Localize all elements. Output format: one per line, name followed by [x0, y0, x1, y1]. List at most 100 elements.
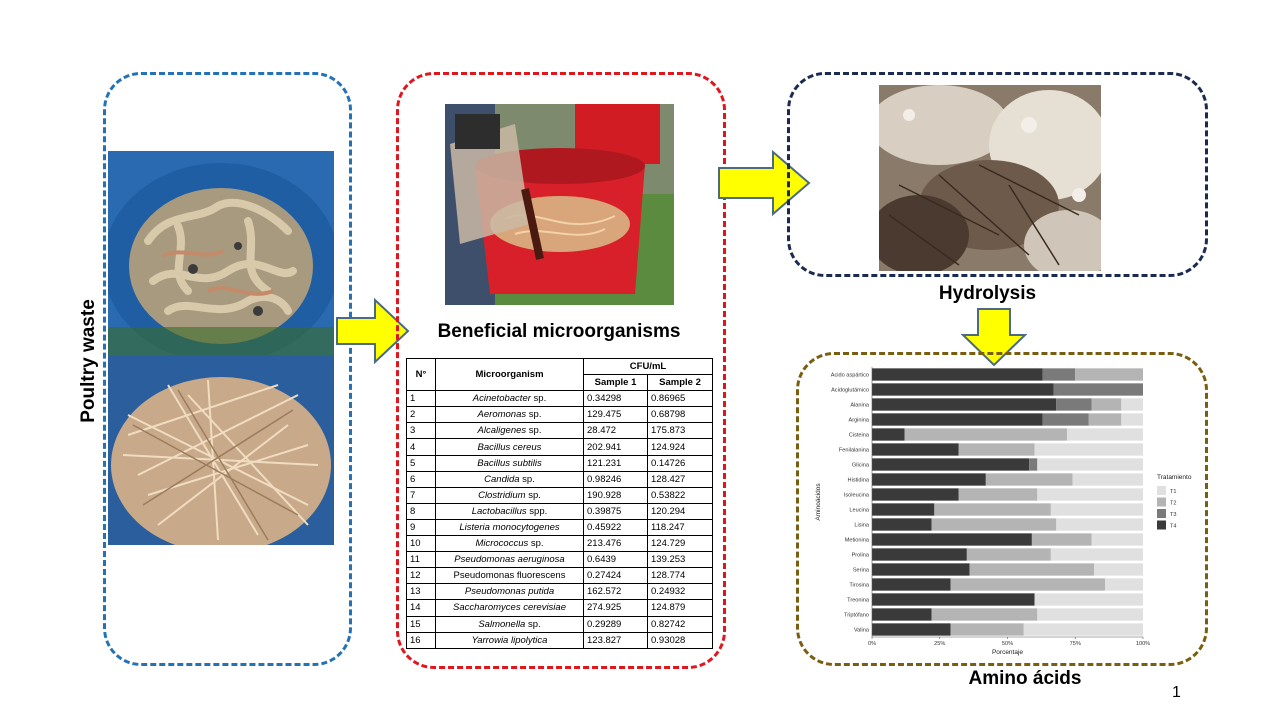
row-sample1: 162.572	[583, 583, 648, 601]
legend-label-t1: T1	[1170, 489, 1177, 495]
bar-segment-t4	[872, 488, 959, 501]
y-tick-label: Valina	[854, 628, 870, 634]
row-organism: Candida sp.	[435, 470, 584, 488]
row-number: 8	[406, 502, 436, 520]
row-sample2: 0.82742	[647, 615, 713, 633]
row-organism: Salmonella sp.	[435, 615, 584, 633]
bar-segment-t1	[1094, 563, 1143, 576]
organism-name: Pseudomonas aeruginosa	[454, 554, 565, 566]
row-organism: Micrococcus sp.	[435, 535, 584, 553]
row-organism: Clostridium sp.	[435, 486, 584, 504]
x-tick-label: 0%	[868, 641, 876, 647]
arrow-to-hydrolysis	[718, 150, 811, 216]
bar-segment-t1	[1067, 428, 1143, 441]
row-sample2: 124.729	[647, 535, 713, 553]
bar-segment-t1	[1034, 443, 1143, 456]
microorganisms-photo	[445, 104, 674, 305]
row-sample1: 0.39875	[583, 502, 648, 520]
organism-suffix: sp.	[530, 393, 547, 405]
row-number: 3	[406, 422, 436, 440]
bar-segment-t4	[872, 518, 932, 531]
col-organism-header: Microorganism	[435, 357, 584, 392]
bar-segment-t1	[1050, 503, 1143, 516]
bar-segment-t2	[904, 428, 1068, 441]
legend-swatch-t2	[1157, 497, 1166, 507]
bar-segment-t4	[872, 383, 1054, 396]
y-tick-label: Triptófano	[844, 613, 869, 619]
row-sample2: 120.294	[647, 502, 713, 520]
row-number: 1	[406, 390, 436, 408]
microorganisms-table: N° Microorganism CFU/mL Sample 1 Sample …	[406, 357, 713, 649]
row-number: 12	[406, 567, 436, 585]
x-tick-label: 50%	[1002, 641, 1013, 647]
bar-segment-t4	[872, 458, 1030, 471]
hydrolysis-box	[787, 72, 1208, 277]
row-sample2: 124.924	[647, 438, 713, 456]
bar-segment-t4	[872, 593, 1035, 606]
x-tick-label: 75%	[1070, 641, 1081, 647]
row-number: 14	[406, 599, 436, 617]
bar-segment-t2	[1031, 533, 1092, 546]
row-organism: Pseudomonas putida	[435, 583, 584, 601]
legend-swatch-t1	[1157, 486, 1166, 495]
bar-segment-t1	[1121, 413, 1143, 426]
bar-segment-t4	[872, 548, 967, 561]
row-sample2: 139.253	[647, 551, 713, 569]
poultry-waste-box	[103, 72, 352, 666]
legend-label-t3: T3	[1170, 512, 1177, 518]
microorganisms-box	[396, 72, 726, 669]
row-number: 11	[406, 551, 436, 569]
bar-segment-t3	[1042, 413, 1089, 426]
bar-segment-t2	[969, 563, 1095, 576]
x-tick-label: 100%	[1136, 641, 1150, 647]
y-tick-label: Serina	[853, 568, 870, 574]
organism-suffix: sp.	[519, 473, 535, 485]
bar-segment-t4	[872, 443, 959, 456]
bar-segment-t2	[1088, 413, 1122, 426]
organism-name: Pseudomonas putida	[464, 586, 555, 598]
amino-acids-box	[796, 352, 1208, 666]
amino-acids-title: Amino ácids	[968, 668, 1082, 689]
row-sample2: 128.774	[647, 567, 713, 585]
x-tick-label: 25%	[934, 641, 945, 647]
row-organism: Listeria monocytogenes	[435, 518, 584, 537]
bar-segment-t4	[872, 563, 970, 576]
organism-name: Clostridium	[478, 489, 526, 501]
row-number: 2	[406, 406, 436, 424]
row-organism: Pseudomonas aeruginosa	[435, 551, 584, 569]
row-organism: Yarrowia lipolytica	[435, 631, 584, 649]
row-number: 7	[406, 486, 436, 504]
bar-segment-t2	[934, 503, 1051, 516]
organism-name: Acinetobacter	[472, 393, 531, 405]
bar-segment-t2	[985, 473, 1073, 486]
row-organism: Aeromonas sp.	[435, 406, 584, 424]
y-tick-label: Alanina	[850, 403, 870, 409]
y-tick-label: Fenilalanina	[839, 448, 870, 454]
row-number: 13	[406, 583, 436, 601]
organism-name: Alcaligenes	[477, 425, 527, 437]
row-number: 15	[406, 615, 436, 633]
row-sample1: 0.45922	[583, 518, 648, 537]
bar-segment-t2	[950, 578, 1106, 591]
row-number: 4	[406, 438, 436, 456]
microorganisms-title: Beneficial microorganisms	[437, 321, 681, 342]
y-tick-label: Treonina	[847, 598, 870, 604]
bar-segment-t3	[1056, 398, 1092, 411]
bar-segment-t2	[931, 518, 1057, 531]
bar-segment-t4	[872, 503, 935, 516]
legend-label-t2: T2	[1170, 501, 1177, 507]
bar-segment-t1	[1034, 593, 1143, 606]
bar-segment-t2	[966, 548, 1051, 561]
organism-name: Yarrowia lipolytica	[471, 634, 548, 646]
